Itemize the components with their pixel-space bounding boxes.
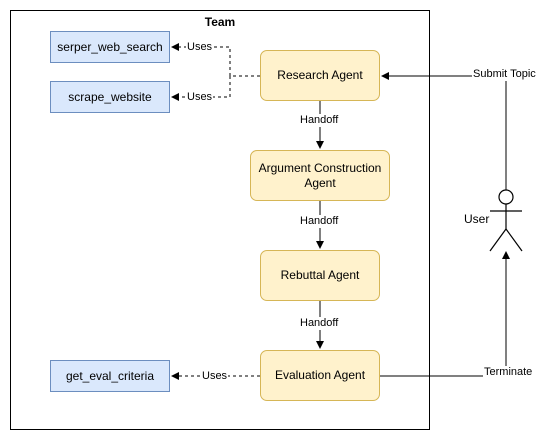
- agent-argument-construction: Argument Construction Agent: [250, 150, 390, 201]
- handoff-label-2: Handoff: [299, 215, 340, 228]
- terminate-edge: [380, 251, 510, 377]
- uses-label-serper: Uses: [186, 41, 214, 54]
- user-label: User: [464, 212, 490, 226]
- uses-label-scrape: Uses: [186, 91, 214, 104]
- terminate-label: Terminate: [483, 366, 534, 379]
- submit-topic-edge: [381, 72, 507, 190]
- agent-research: Research Agent: [260, 50, 380, 101]
- agent-rebuttal: Rebuttal Agent: [260, 250, 380, 301]
- uses-label-eval: Uses: [201, 370, 229, 383]
- submit-topic-label: Submit Topic: [472, 68, 537, 81]
- tool-serper-web-search: serper_web_search: [50, 31, 170, 63]
- agent-evaluation: Evaluation Agent: [260, 350, 380, 401]
- handoff-label-1: Handoff: [299, 114, 340, 127]
- handoff-label-3: Handoff: [299, 317, 340, 330]
- tool-get-eval-criteria: get_eval_criteria: [50, 360, 170, 392]
- user-actor-icon: [489, 189, 523, 252]
- team-container: [10, 10, 430, 430]
- tool-scrape-website: scrape_website: [50, 81, 170, 113]
- team-title: Team: [204, 15, 236, 29]
